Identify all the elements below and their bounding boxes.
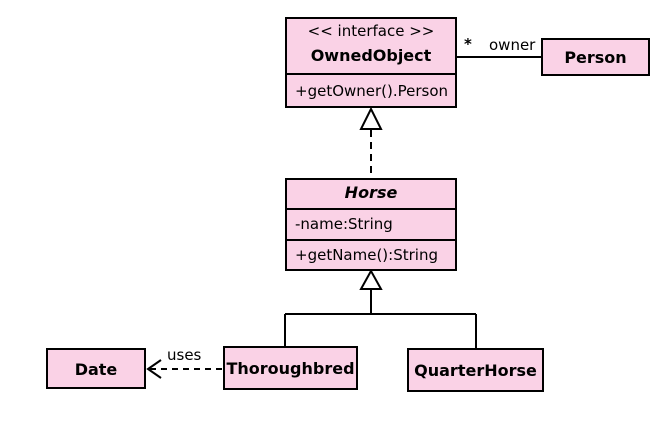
horse-attributes: -name:String bbox=[287, 208, 455, 239]
horse-operations: +getName():String bbox=[287, 239, 455, 271]
association-multiplicity: * bbox=[464, 35, 472, 53]
association-role: owner bbox=[489, 36, 536, 54]
date-name: Date bbox=[74, 360, 118, 379]
horse-operation: +getName():String bbox=[295, 246, 438, 264]
dependency-label: uses bbox=[167, 346, 202, 364]
generalization-arrowhead bbox=[359, 268, 383, 290]
thoroughbred-name: Thoroughbred bbox=[226, 359, 355, 378]
date-class[interactable]: Date bbox=[46, 348, 146, 389]
owned-object-header: << interface >> OwnedObject bbox=[287, 19, 455, 73]
owned-object-stereotype: << interface >> bbox=[307, 22, 435, 40]
horse-class[interactable]: Horse -name:String +getName():String bbox=[285, 178, 457, 271]
horse-header: Horse bbox=[287, 180, 455, 208]
person-class[interactable]: Person bbox=[541, 38, 650, 76]
quarter-horse-name: QuarterHorse bbox=[414, 361, 537, 380]
thoroughbred-class[interactable]: Thoroughbred bbox=[223, 346, 358, 390]
owned-object-operations: +getOwner().Person bbox=[287, 73, 455, 108]
dependency-arrowhead bbox=[146, 359, 162, 379]
owned-object-operation: +getOwner().Person bbox=[295, 82, 449, 100]
horse-name: Horse bbox=[344, 183, 398, 202]
owned-object-name: OwnedObject bbox=[310, 46, 432, 65]
person-name: Person bbox=[564, 48, 627, 67]
owned-object-class[interactable]: << interface >> OwnedObject +getOwner().… bbox=[285, 17, 457, 108]
horse-attribute: -name:String bbox=[295, 215, 393, 233]
quarter-horse-class[interactable]: QuarterHorse bbox=[407, 348, 544, 392]
realization-arrowhead bbox=[359, 106, 383, 130]
